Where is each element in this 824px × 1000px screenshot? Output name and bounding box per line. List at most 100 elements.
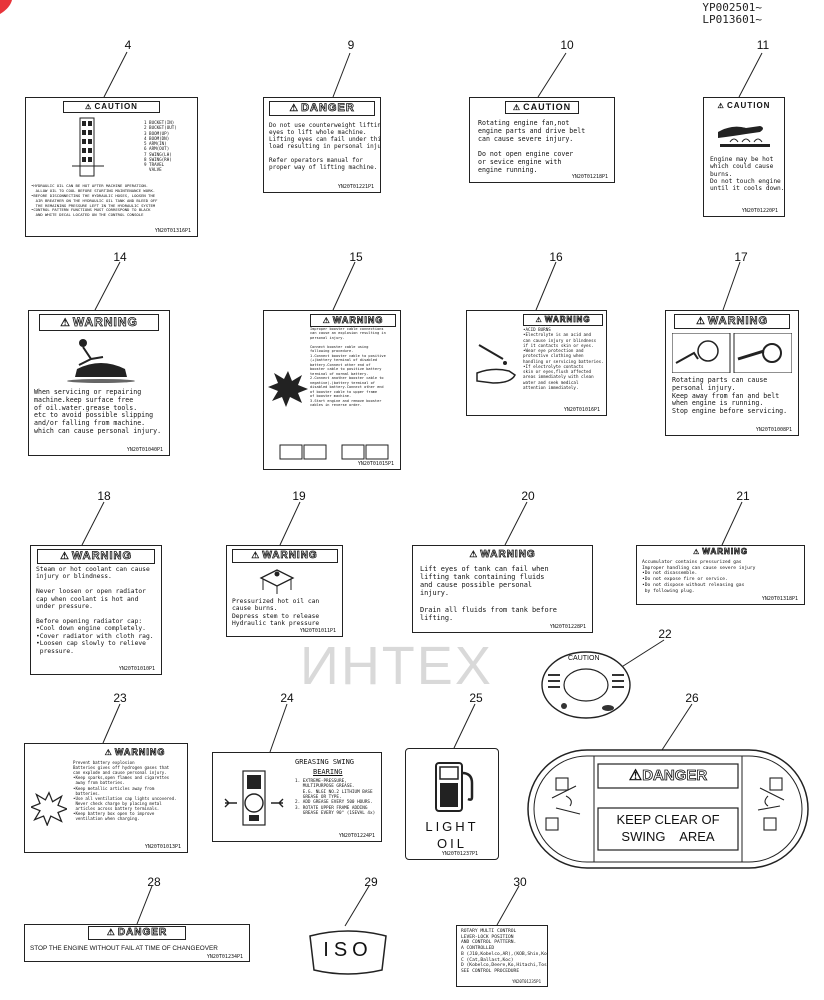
slipping-person-icon [61, 335, 141, 383]
decal-23-body: Prevent battery explosion Batteries give… [73, 760, 177, 822]
decal-14-body: When servicing or repairing machine.keep… [34, 388, 162, 435]
decal-14-header: ⚠WARNING [39, 314, 159, 331]
callout-10: 10 [560, 38, 574, 52]
decal-20-code: YN20T01228P1 [549, 624, 586, 630]
callout-18: 18 [97, 489, 111, 503]
decal-29-text: ISO [323, 939, 373, 961]
decal-15-header: ⚠WARNING [310, 314, 396, 327]
serial-range-2: LP013601~ [702, 13, 762, 26]
callout-17: 17 [734, 250, 748, 264]
warning-triangle-icon: ⚠ [289, 103, 300, 114]
decal-20-header: ⚠WARNING [469, 549, 536, 561]
decal-25-light-oil: LIGHT OIL YN20T01237P1 [405, 748, 499, 860]
decal-28-header: ⚠DANGER [88, 926, 186, 940]
warning-triangle-icon: ⚠ [251, 550, 261, 560]
decal-4-body: •HYDRAULIC OIL CAN BE HOT AFTER MACHINE … [31, 183, 158, 218]
decal-30-body: ROTARY MULTI CONTROL LEVER-LOCK POSITION… [461, 929, 547, 975]
watermark: ИНТЕХ [300, 636, 493, 696]
decal-22-caution-ring: CAUTION [540, 650, 632, 720]
decal-24-body: 1. EXTREME-PRESSURE, MULTIPURPOSE GREASE… [295, 779, 376, 817]
decal-23-code: YN20T01013P1 [144, 844, 181, 850]
decal-19-header: ⚠WARNING [231, 549, 338, 563]
decal-20-warning-tank-lift: ⚠WARNING Lift eyes of tank can fail when… [412, 545, 593, 633]
decal-15-warning-booster: ⚠WARNING Improper booster cable connecti… [263, 310, 401, 470]
decal-4-lever-list: 1 BUCKET(IN) 2 BUCKET(OUT) 3 BOOM(UP) 4 … [144, 120, 177, 173]
callout-28: 28 [147, 875, 161, 889]
decal-17-body: Rotating parts can cause personal injury… [672, 376, 788, 416]
decal-28-body: STOP THE ENGINE WITHOUT FAIL AT TIME OF … [30, 945, 218, 952]
warning-triangle-icon: ⚠ [59, 551, 70, 562]
warning-triangle-icon: ⚠ [322, 316, 331, 325]
warning-triangle-icon: ⚠ [106, 927, 116, 937]
decal-18-warning-radiator: ⚠WARNING Steam or hot coolant can cause … [30, 545, 162, 675]
callout-30: 30 [513, 875, 527, 889]
callout-15: 15 [349, 250, 363, 264]
battery-pair-icon [278, 441, 390, 461]
rotating-fan-hand-icon [672, 333, 792, 373]
decal-11-caution-hot-engine: ⚠CAUTION Engine may be hot which could c… [703, 97, 785, 217]
decal-26-line2: SWING AREA [621, 829, 715, 844]
callout-19: 19 [292, 489, 306, 503]
explosion-icon [268, 369, 308, 407]
callout-29: 29 [364, 875, 378, 889]
tank-pressure-icon [257, 566, 297, 594]
decal-24-code: YN20T01224P1 [338, 833, 375, 839]
decal-4-code: YN20T01316P1 [154, 228, 191, 234]
decal-4-header: ⚠CAUTION [63, 101, 160, 113]
hot-surface-hand-icon [716, 114, 774, 148]
callout-26: 26 [685, 691, 699, 705]
callout-21: 21 [736, 489, 750, 503]
serial-range: YP002501~ LP013601~ [702, 2, 762, 26]
callout-14: 14 [113, 250, 127, 264]
warning-triangle-icon: ⚠ [695, 316, 706, 327]
decal-26-danger-swing-area: ⚠DANGER KEEP CLEAR OF SWING AREA [526, 748, 810, 870]
decal-18-body: Steam or hot coolant can cause injury or… [36, 566, 154, 655]
decal-25-code: YN20T01237P1 [441, 851, 478, 857]
callout-4: 4 [124, 38, 132, 52]
warning-triangle-icon: ⚠ [60, 317, 71, 329]
decal-16-body: •ACID BURNS •Electrolyte is an acid and … [523, 327, 604, 390]
warning-triangle-icon: ⚠ [717, 101, 725, 110]
decal-25-line2: OIL [437, 836, 467, 851]
warning-triangle-icon: ⚠ [469, 549, 479, 559]
decal-10-header: ⚠CAUTION [505, 101, 579, 114]
decal-14-code: YN20T01040P1 [126, 447, 163, 453]
warning-triangle-icon: ⚠ [85, 102, 93, 111]
decal-11-header: ⚠CAUTION [717, 101, 771, 110]
decal-4-caution-hydraulic: ⚠CAUTION 1 BUCKET(IN) 2 BUCKET(OUT) 3 BO… [25, 97, 198, 237]
decal-23-header: ⚠WARNING [104, 747, 166, 758]
decal-29-iso: ISO [304, 926, 392, 978]
decal-18-header: ⚠WARNING [37, 549, 155, 565]
decal-23-warning-battery: ⚠WARNING Prevent battery explosion Batte… [24, 743, 188, 853]
decal-20-body: Lift eyes of tank can fail when lifting … [420, 565, 557, 622]
decal-17-header: ⚠WARNING [674, 314, 790, 330]
decal-9-code: YN20T01221P1 [337, 184, 374, 190]
decal-17-code: YN20T01008P1 [755, 427, 792, 433]
decal-11-body: Engine may be hot which could cause burn… [710, 156, 785, 193]
decal-9-body: Do not use counterweight lifting eyes to… [269, 122, 381, 172]
decal-26-header: ⚠DANGER [628, 767, 708, 785]
decal-21-warning-accumulator: ⚠WARNING Accumulator contains pressurize… [636, 545, 805, 605]
decal-9-danger-lifting: ⚠DANGER Do not use counterweight lifting… [263, 97, 381, 193]
decal-14-warning-slip: ⚠WARNING When servicing or repairing mac… [28, 310, 170, 456]
serial-range-1: YP002501~ [702, 1, 762, 14]
callout-25: 25 [469, 691, 483, 705]
fuel-pump-icon [434, 761, 476, 813]
decal-28-code: YN20T01234P1 [206, 954, 243, 960]
decal-11-code: YN20T01220P1 [741, 208, 778, 214]
decal-10-caution-fan: ⚠CAUTION Rotating engine fan,not engine … [469, 97, 615, 183]
callout-23: 23 [113, 691, 127, 705]
acid-hand-icon [473, 339, 519, 389]
callout-16: 16 [549, 250, 563, 264]
decal-9-header: ⚠DANGER [269, 101, 375, 117]
decal-30-control-pattern: ROTARY MULTI CONTROL LEVER-LOCK POSITION… [456, 925, 548, 987]
decal-24-subtitle: BEARING [313, 768, 343, 776]
decal-16-code: YN20T01016P1 [563, 407, 600, 413]
decal-19-code: YN20T01011P1 [299, 628, 336, 634]
decal-28-danger-changeover: ⚠DANGER STOP THE ENGINE WITHOUT FAIL AT … [24, 924, 250, 962]
decal-30-code: YN20T01235P1 [512, 979, 541, 984]
decal-17-warning-fan-belt: ⚠WARNING Rotating parts can cause person… [665, 310, 799, 436]
decal-15-body: Improper booster cable connections can c… [310, 327, 386, 408]
decal-21-code: YN20T01318P1 [761, 596, 798, 602]
decal-25-line1: LIGHT [425, 819, 479, 834]
